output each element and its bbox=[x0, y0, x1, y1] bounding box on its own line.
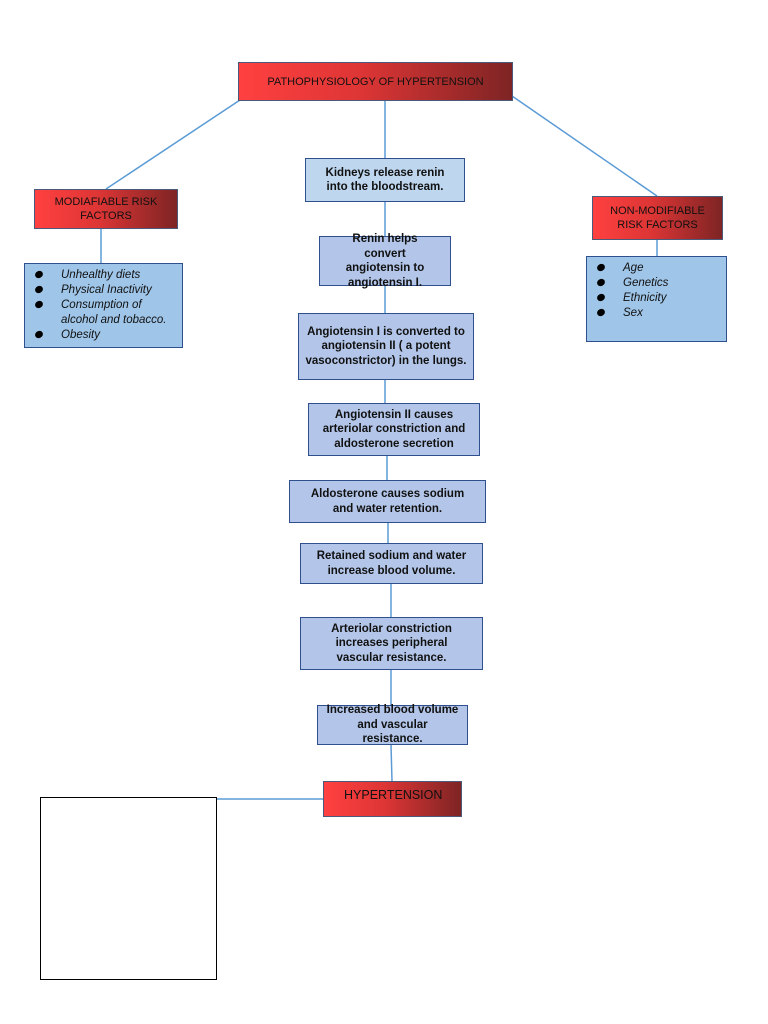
empty-box bbox=[40, 797, 217, 980]
list-item: Ethnicity bbox=[595, 291, 720, 306]
step-1-text: Kidneys release renin into the bloodstre… bbox=[325, 166, 445, 194]
list-item: Physical Inactivity bbox=[33, 283, 176, 298]
modifiable-heading-text: MODIAFIABLE RISK FACTORS bbox=[54, 196, 158, 222]
list-item: Age bbox=[595, 261, 720, 276]
non-modifiable-risk-list: Age Genetics Ethnicity Sex bbox=[586, 256, 727, 342]
bullet-icon bbox=[33, 269, 45, 280]
non-modifiable-heading-text: NON-MODIFIABLE RISK FACTORS bbox=[610, 205, 705, 231]
bullet-icon bbox=[595, 307, 607, 318]
connector-step-8-to-outcome bbox=[390, 744, 393, 782]
bullet-icon bbox=[595, 292, 607, 303]
list-item: Sex bbox=[595, 306, 720, 321]
modifiable-risk-list: Unhealthy diets Physical Inactivity Cons… bbox=[24, 263, 183, 348]
connector-title-to-modifiable bbox=[105, 99, 241, 190]
connector-title-to-non-modifiable bbox=[511, 95, 658, 197]
step-2-text: Renin helps convert angiotensin to angio… bbox=[345, 233, 425, 289]
bullet-icon bbox=[33, 299, 45, 310]
non-modifiable-risk-heading: NON-MODIFIABLE RISK FACTORS bbox=[592, 196, 723, 240]
step-6-text: Retained sodium and water increase blood… bbox=[316, 550, 467, 577]
list-item: Consumption of alcohol and tobacco. bbox=[33, 298, 176, 328]
step-6-box: Retained sodium and water increase blood… bbox=[300, 543, 483, 584]
title-box: PATHOPHYSIOLOGY OF HYPERTENSION bbox=[238, 62, 513, 101]
bullet-icon bbox=[595, 277, 607, 288]
step-8-text: Increased blood volume and vascular resi… bbox=[326, 704, 459, 746]
list-item: Genetics bbox=[595, 276, 720, 291]
step-4-box: Angiotensin II causes arteriolar constri… bbox=[308, 403, 480, 456]
step-5-text: Aldosterone causes sodium and water rete… bbox=[310, 488, 465, 515]
modifiable-risk-heading: MODIAFIABLE RISK FACTORS bbox=[34, 189, 178, 229]
step-1-box: Kidneys release renin into the bloodstre… bbox=[305, 158, 465, 202]
list-item: Unhealthy diets bbox=[33, 268, 176, 283]
step-5-box: Aldosterone causes sodium and water rete… bbox=[289, 480, 486, 523]
outcome-text: HYPERTENSION bbox=[344, 788, 443, 802]
step-7-box: Arteriolar constriction increases periph… bbox=[300, 617, 483, 670]
list-item: Obesity bbox=[33, 328, 176, 343]
step-2-box: Renin helps convert angiotensin to angio… bbox=[319, 233, 451, 289]
hypertension-outcome-box: HYPERTENSION bbox=[323, 781, 462, 817]
step-7-text: Arteriolar constriction increases periph… bbox=[331, 622, 452, 664]
bullet-icon bbox=[595, 262, 607, 273]
step-3-text: Angiotensin I is converted to angiotensi… bbox=[305, 325, 467, 367]
bullet-icon bbox=[33, 329, 45, 340]
bullet-icon bbox=[33, 284, 45, 295]
title-text: PATHOPHYSIOLOGY OF HYPERTENSION bbox=[267, 75, 484, 88]
step-3-box: Angiotensin I is converted to angiotensi… bbox=[298, 313, 474, 380]
step-8-box: Increased blood volume and vascular resi… bbox=[317, 704, 468, 746]
step-4-text: Angiotensin II causes arteriolar constri… bbox=[322, 408, 466, 450]
